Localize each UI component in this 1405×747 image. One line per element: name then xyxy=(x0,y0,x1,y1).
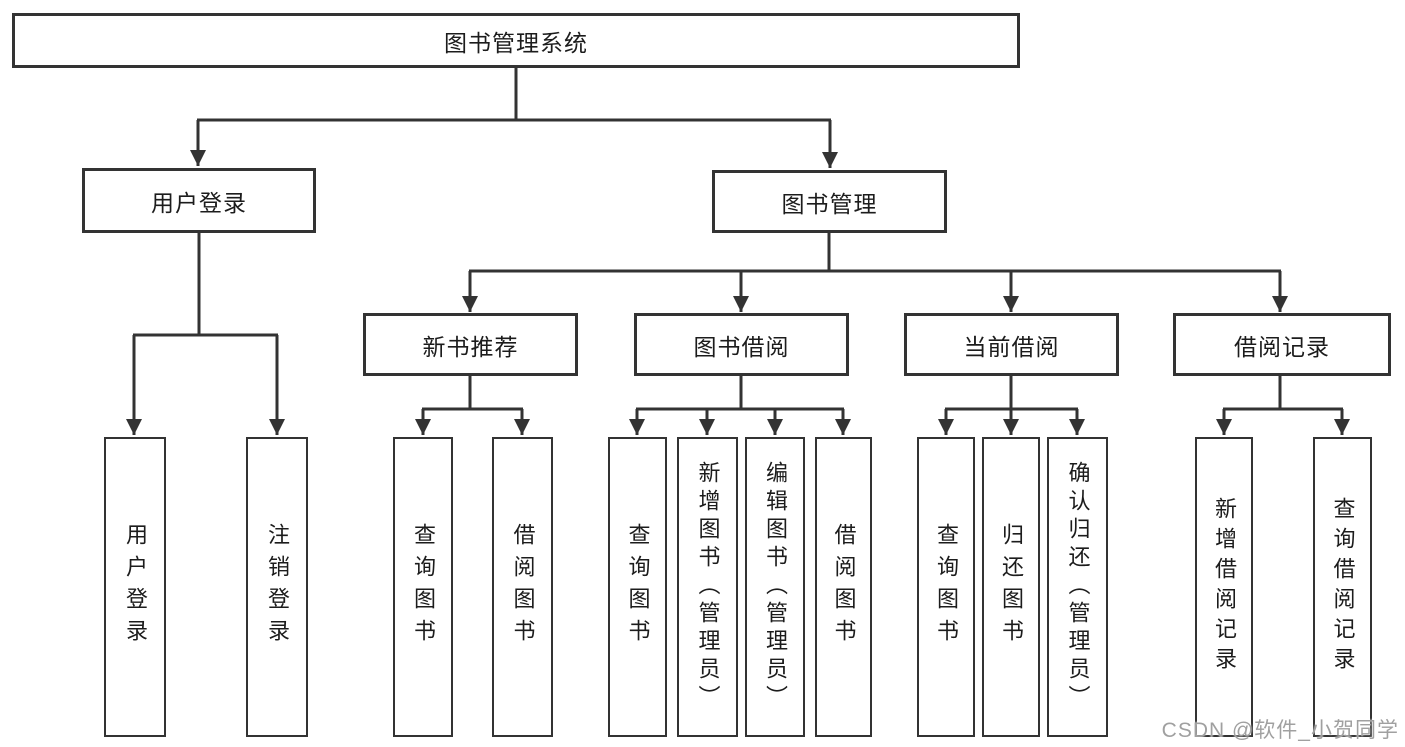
leaf-user-login: 用户登录 xyxy=(104,437,166,737)
node-new-book-rec: 新书推荐 xyxy=(363,313,578,376)
csdn-watermark: CSDN @软件_小贺同学 xyxy=(1161,719,1399,742)
leaf-edit-book: 编辑图书（管理员） xyxy=(745,437,805,737)
leaf-borrow-book-1-label: 借阅图书 xyxy=(510,523,536,651)
leaf-query-book-2-label: 查询图书 xyxy=(625,523,651,651)
leaf-user-login-label: 用户登录 xyxy=(123,523,148,651)
leaf-borrow-book-1: 借阅图书 xyxy=(492,437,553,737)
leaf-return-book-label: 归还图书 xyxy=(999,523,1024,651)
node-new-book-rec-label: 新书推荐 xyxy=(422,333,519,360)
leaf-query-book-1-label: 查询图书 xyxy=(411,523,436,651)
node-borrow-record-label: 借阅记录 xyxy=(1234,333,1330,360)
node-root: 图书管理系统 xyxy=(12,13,1020,68)
leaf-confirm-return: 确认归还（管理员） xyxy=(1047,437,1108,737)
leaf-query-record: 查询借阅记录 xyxy=(1313,437,1372,737)
node-user-login-label: 用户登录 xyxy=(151,189,247,216)
leaf-add-record: 新增借阅记录 xyxy=(1195,437,1253,737)
leaf-edit-book-label: 编辑图书（管理员） xyxy=(763,461,788,713)
leaf-add-book: 新增图书（管理员） xyxy=(677,437,738,737)
leaf-return-book: 归还图书 xyxy=(982,437,1040,737)
leaf-borrow-book-2: 借阅图书 xyxy=(815,437,872,737)
leaf-borrow-book-2-label: 借阅图书 xyxy=(831,523,857,651)
node-book-borrow-label: 图书借阅 xyxy=(693,333,790,360)
leaf-query-book-3: 查询图书 xyxy=(917,437,975,737)
leaf-query-record-label: 查询借阅记录 xyxy=(1330,497,1356,677)
node-current-borrow: 当前借阅 xyxy=(904,313,1119,376)
node-book-mgmt-label: 图书管理 xyxy=(781,190,878,217)
leaf-logout-label: 注销登录 xyxy=(265,523,290,651)
leaf-query-book-3-label: 查询图书 xyxy=(934,523,959,651)
node-current-borrow-label: 当前借阅 xyxy=(963,333,1060,360)
node-user-login: 用户登录 xyxy=(82,168,316,233)
node-borrow-record: 借阅记录 xyxy=(1173,313,1391,376)
leaf-logout: 注销登录 xyxy=(246,437,308,737)
node-book-mgmt: 图书管理 xyxy=(712,170,947,233)
leaf-add-record-label: 新增借阅记录 xyxy=(1212,497,1237,677)
leaf-confirm-return-label: 确认归还（管理员） xyxy=(1065,461,1091,713)
node-root-label: 图书管理系统 xyxy=(444,29,588,56)
leaf-query-book-2: 查询图书 xyxy=(608,437,667,737)
leaf-query-book-1: 查询图书 xyxy=(393,437,453,737)
node-book-borrow: 图书借阅 xyxy=(634,313,849,376)
leaf-add-book-label: 新增图书（管理员） xyxy=(695,461,721,713)
